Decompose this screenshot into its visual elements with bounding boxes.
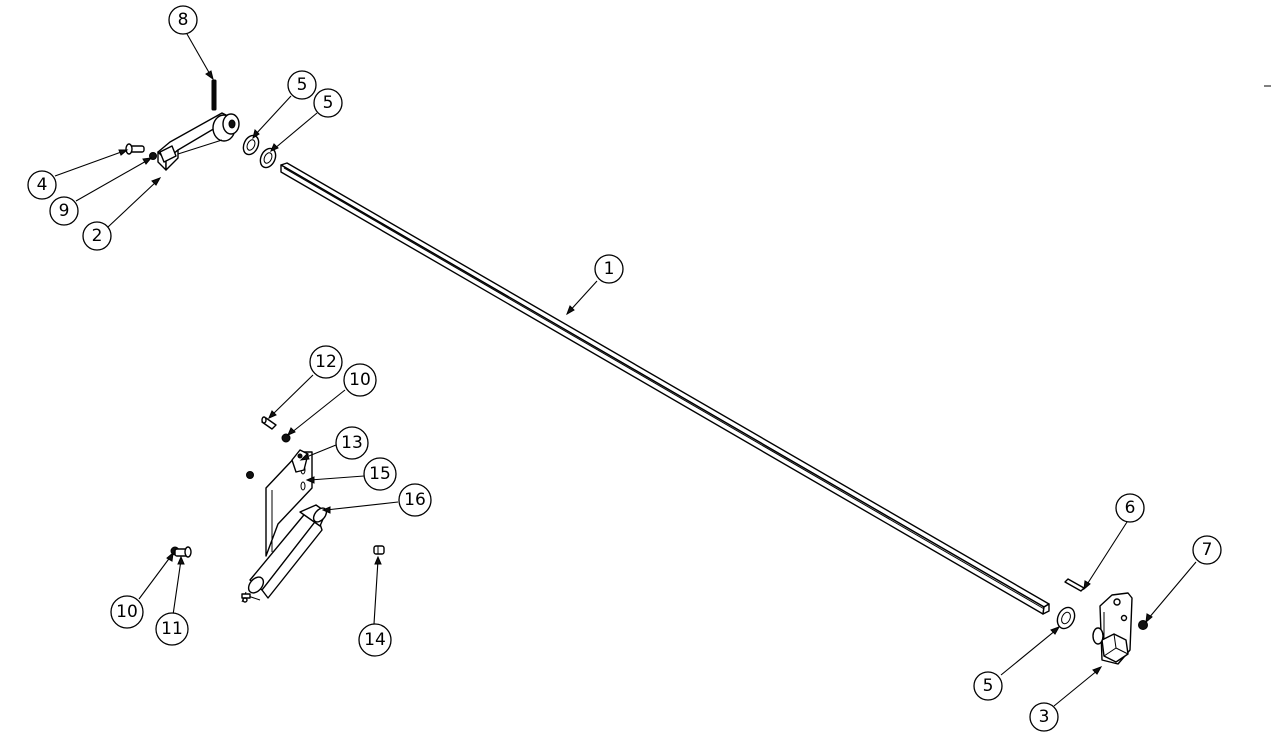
callout-8-label: 8 — [178, 10, 189, 30]
callout-6-label: 6 — [1125, 498, 1136, 518]
callout-5a-label: 5 — [297, 75, 308, 95]
pin-part-8 — [211, 79, 217, 111]
callout-10a-label: 10 — [349, 370, 371, 390]
callout-11: 11 — [155, 612, 189, 646]
callout-6: 6 — [1115, 493, 1145, 523]
callout-12: 12 — [309, 345, 343, 379]
callout-5c-label: 5 — [983, 676, 994, 696]
callout-16-label: 16 — [404, 490, 426, 510]
callout-1: 1 — [594, 254, 624, 284]
callout-9-label: 9 — [59, 201, 70, 221]
bracket-part-3 — [1092, 592, 1133, 665]
leader-lines — [54, 33, 1197, 707]
callout-2: 2 — [82, 221, 112, 251]
nut-near-part-13 — [246, 471, 254, 479]
clevis-part-13 — [291, 449, 309, 473]
callout-2-label: 2 — [92, 226, 103, 246]
callout-1-label: 1 — [604, 259, 615, 279]
callout-7-label: 7 — [1202, 540, 1213, 560]
bolt-part-11 — [174, 546, 192, 558]
callout-13: 13 — [335, 426, 369, 460]
washer-part-5-upper-a — [242, 134, 260, 156]
callout-14-label: 14 — [364, 630, 386, 650]
callout-3-label: 3 — [1039, 707, 1050, 727]
callout-3: 3 — [1029, 702, 1059, 732]
callout-5c: 5 — [973, 671, 1003, 701]
callout-9: 9 — [49, 196, 79, 226]
washer-part-5-lower — [1056, 606, 1076, 630]
callout-11-label: 11 — [161, 619, 183, 639]
nut-part-7 — [1138, 620, 1148, 630]
callout-5b: 5 — [313, 88, 343, 118]
callout-14: 14 — [358, 623, 392, 657]
callout-5a: 5 — [287, 70, 317, 100]
callout-4: 4 — [27, 170, 57, 200]
actuator-part-16 — [241, 504, 328, 603]
nut-part-10-upper — [281, 433, 291, 443]
callout-16: 16 — [398, 483, 432, 517]
callout-8: 8 — [168, 5, 198, 35]
bolt-part-14 — [373, 545, 385, 555]
callout-15: 15 — [363, 457, 397, 491]
callout-15-label: 15 — [369, 464, 391, 484]
lever-arm-part-2 — [157, 112, 240, 171]
shaft-part-1 — [280, 162, 1050, 615]
bolt-part-4 — [125, 143, 145, 155]
callout-13-label: 13 — [341, 433, 363, 453]
callout-10a: 10 — [343, 363, 377, 397]
callout-10b-label: 10 — [116, 602, 138, 622]
pin-part-6 — [1064, 578, 1085, 592]
callout-10b: 10 — [110, 595, 144, 629]
callout-4-label: 4 — [37, 175, 48, 195]
callout-12-label: 12 — [315, 352, 337, 372]
pin-part-12 — [261, 416, 277, 430]
callout-7: 7 — [1192, 535, 1222, 565]
callout-5b-label: 5 — [323, 93, 334, 113]
